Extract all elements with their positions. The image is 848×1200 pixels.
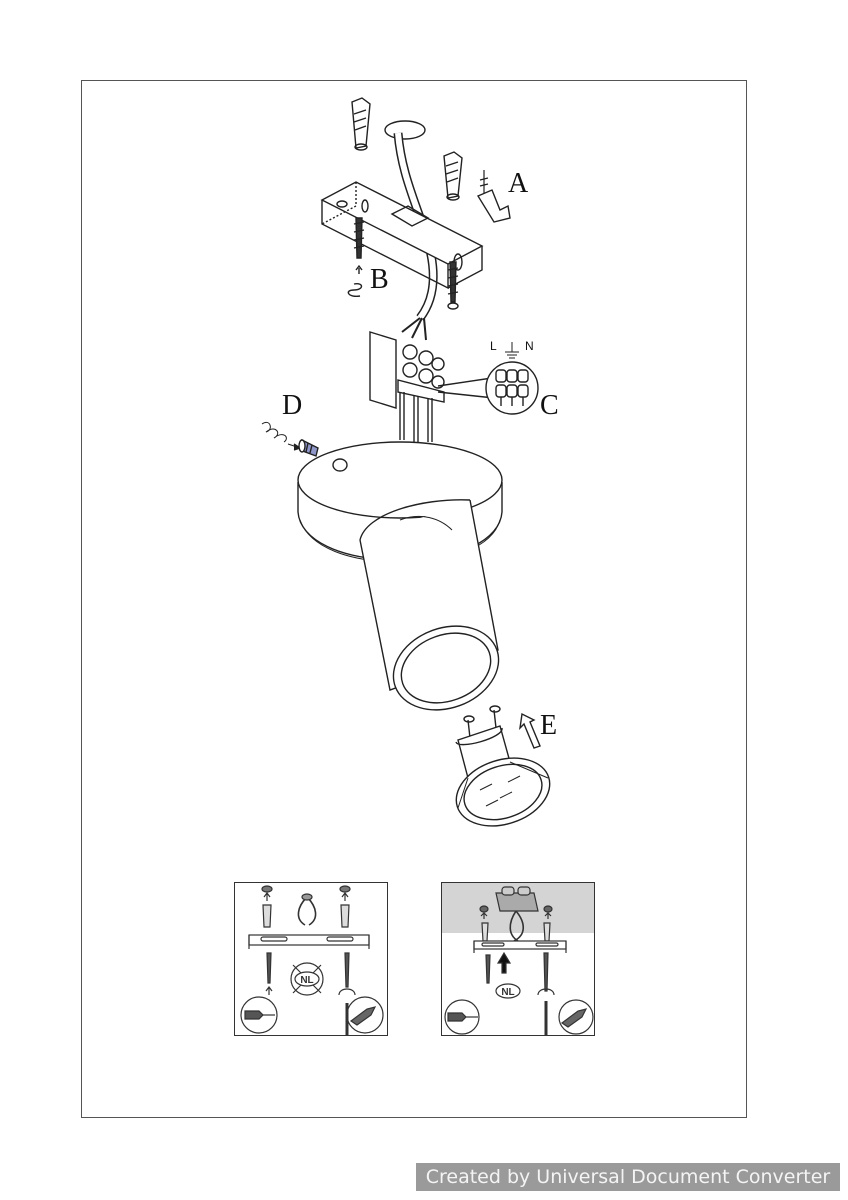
terminal-label-live: L [490,339,497,353]
terminal-block [369,331,495,442]
page-frame [81,80,747,1118]
callout-c: C [540,390,559,421]
earth-ground-icon [505,342,519,359]
screw [347,217,365,298]
inset-right: NL [441,882,595,1036]
inset-left: NL [234,882,388,1036]
screwdriver-icon [560,1008,588,1028]
fixing-screw [261,421,319,457]
mounting-bracket [320,181,484,290]
ceiling-hole [384,120,426,140]
callout-e: E [540,710,558,741]
wall-plug-icon [262,904,272,928]
terminal-detail [485,361,539,415]
watermark-banner: Created by Universal Document Converter [416,1163,840,1191]
inset-left-badge: NL [300,975,313,986]
up-arrow-icon [496,951,512,974]
terminal-label-neutral: N [525,339,534,353]
callout-b: B [370,264,389,295]
callout-a: A [508,168,529,199]
spotlight-body [359,499,500,711]
rotate-arrow-icon [537,988,555,996]
inset-left-drawing: NL [240,885,384,1035]
screw [447,261,459,310]
wall-plug-icon [351,97,371,151]
inset-right-drawing: NL [442,883,594,1035]
earth-connector [476,170,511,223]
up-arrow-icon [519,712,541,749]
screwdriver-icon [349,1006,377,1026]
rotate-arrow-icon [338,988,356,996]
gu10-lamp [455,705,551,827]
inset-right-badge: NL [501,987,514,998]
wall-plug-icon [443,151,463,201]
callout-d: D [282,390,303,421]
screw [266,952,272,984]
